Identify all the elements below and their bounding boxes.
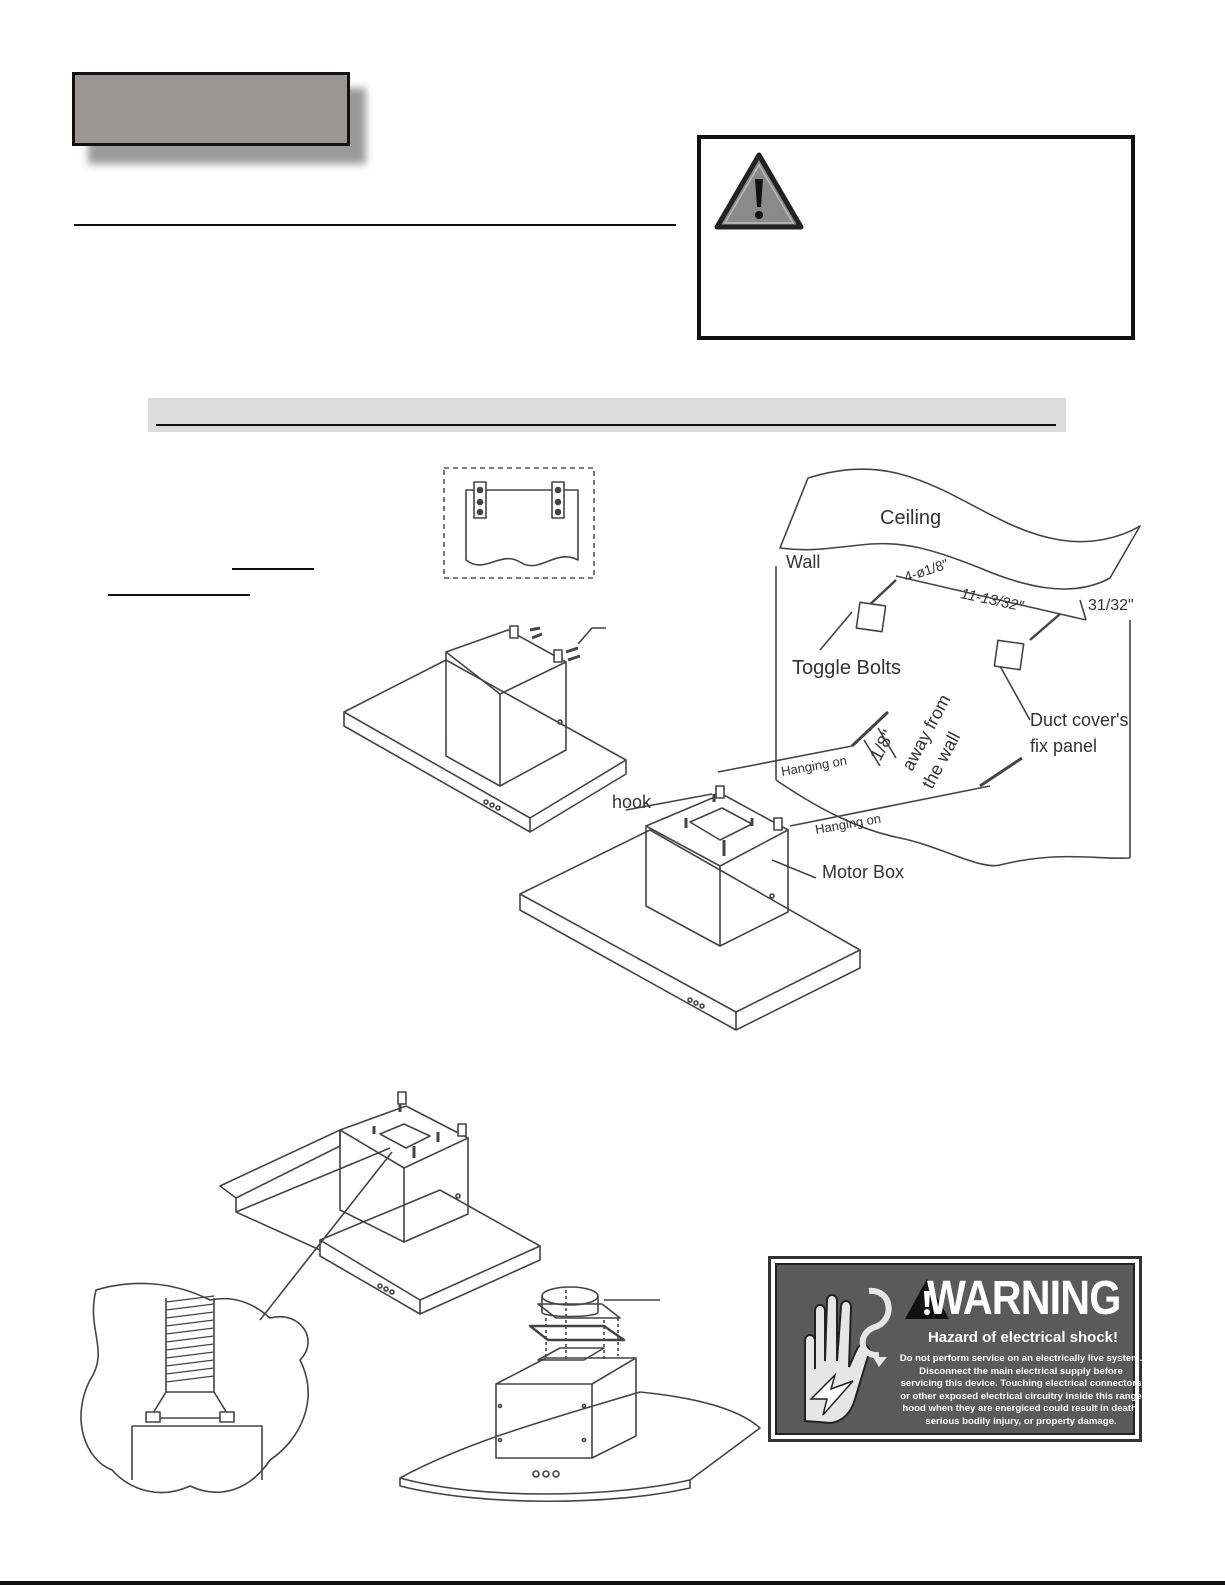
- label-hole-dim: 4-ø1/8": [902, 556, 950, 585]
- label-hook: hook: [612, 792, 652, 812]
- hand-shock-icon: [804, 1288, 892, 1425]
- electrical-warning-label: WARNING Hazard of electrical shock! Do n…: [768, 1256, 1142, 1442]
- warning-triangle-icon: [905, 1279, 949, 1319]
- label-hanging-on-1: Hanging on: [780, 753, 848, 779]
- label-duct-cover: Duct cover's: [1030, 710, 1128, 730]
- warning-body-text: Do not perform service on an electricall…: [899, 1353, 1143, 1427]
- warning-heading: WARNING: [927, 1272, 1121, 1325]
- section-title-box: [72, 72, 350, 146]
- label-depth-dim: 31/32": [1088, 597, 1134, 614]
- label-fix-panel: fix panel: [1030, 736, 1097, 756]
- page-bottom-rule: [0, 1581, 1225, 1585]
- section-band: [148, 398, 1066, 432]
- label-width-dim: 11-13/32": [959, 585, 1025, 615]
- underline-1: [232, 568, 314, 570]
- label-motor-box: Motor Box: [822, 862, 904, 882]
- label-toggle-bolts: Toggle Bolts: [792, 657, 901, 679]
- warning-hazard-text: Hazard of electrical shock!: [927, 1329, 1119, 1346]
- underline-2: [108, 594, 250, 596]
- heading-rule: [74, 224, 676, 226]
- label-wall: Wall: [786, 552, 820, 572]
- section-rule: [156, 424, 1056, 426]
- caution-box: [697, 135, 1135, 340]
- label-ceiling: Ceiling: [880, 507, 941, 529]
- caution-triangle-icon: [714, 152, 804, 230]
- label-away-dim: 1/8": [866, 727, 898, 764]
